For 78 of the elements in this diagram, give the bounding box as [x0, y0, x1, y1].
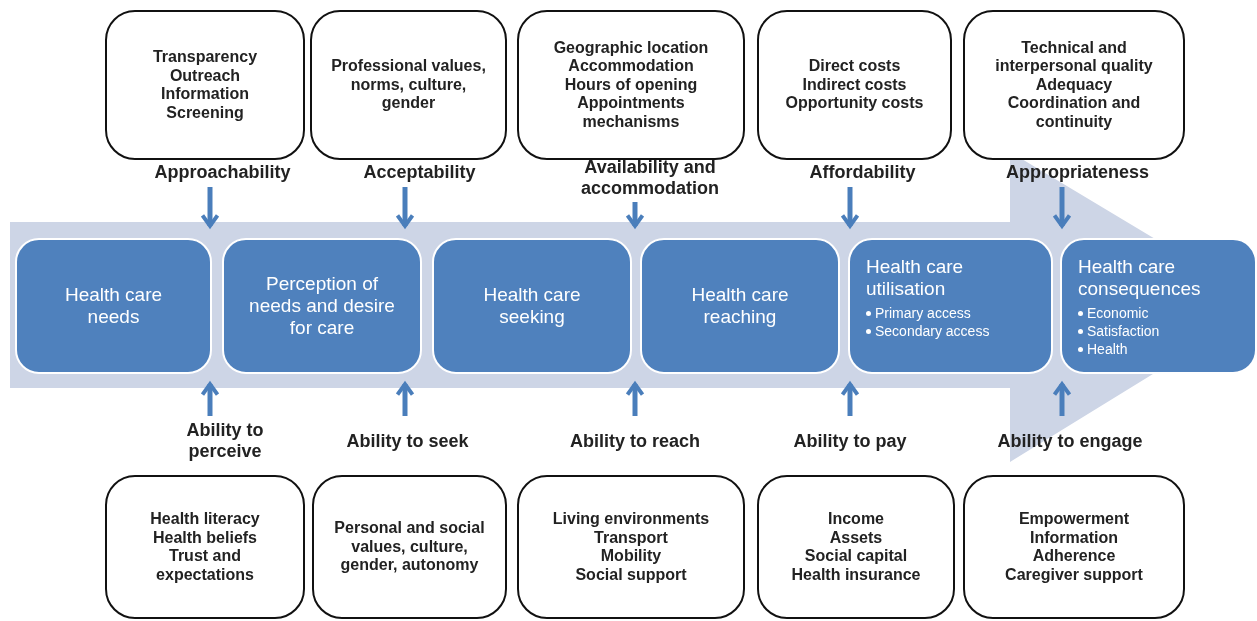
factor-text: Screening: [166, 103, 244, 122]
dimension-label: Ability to pay: [790, 418, 910, 464]
factor-text: Professional values, norms, culture, gender: [330, 57, 487, 113]
arrow: [840, 187, 860, 228]
process-box: [848, 238, 1053, 374]
dimension-label: Acceptability: [332, 160, 507, 184]
factor-text: Health beliefs: [153, 528, 257, 547]
factor-text: Income: [828, 510, 884, 529]
arrow: [1052, 187, 1072, 228]
factor-text: Adequacy: [1035, 75, 1113, 95]
arrow: [625, 382, 645, 416]
factor-text: Information: [161, 85, 249, 104]
factor-box: [757, 475, 955, 619]
arrow: [395, 382, 415, 416]
dimension-label: Ability to seek: [345, 418, 470, 464]
factor-text: Living environments: [552, 510, 710, 529]
factor-text: Hours of opening: [564, 75, 698, 95]
factor-text: Health insurance: [791, 565, 921, 584]
factor-text: Information: [1030, 528, 1118, 547]
factor-box: [105, 475, 305, 619]
factor-text: Opportunity costs: [785, 94, 924, 113]
factor-text: Trust and expectations: [155, 547, 255, 584]
step-text: Perception of needs and desire for care: [248, 273, 396, 339]
dimension-label: Ability to perceive: [150, 418, 300, 464]
dimension-label: Appropriateness: [965, 160, 1190, 184]
factor-text: Personal and social values, culture, gender, autonomy: [333, 519, 486, 575]
arrow: [840, 382, 860, 416]
step-text: Health care needs: [63, 284, 164, 328]
factor-box: [310, 10, 507, 160]
step-text: Health care seeking: [482, 284, 582, 328]
arrow: [200, 187, 220, 228]
factor-text: Assets: [829, 528, 883, 547]
process-box: [15, 238, 212, 374]
factor-text: Adherence: [1032, 547, 1116, 566]
factor-text: Transport: [594, 528, 668, 547]
factor-text: Appointments mechanisms: [576, 94, 686, 132]
factor-text: Outreach: [169, 66, 241, 85]
factor-text: Direct costs: [808, 57, 901, 76]
arrow: [625, 202, 645, 228]
process-box: [432, 238, 632, 374]
dimension-label: Affordability: [775, 160, 950, 184]
factor-box: [517, 475, 745, 619]
step-text: Health care consequences: [1078, 256, 1202, 300]
arrow: [1052, 382, 1072, 416]
factor-box: [105, 10, 305, 160]
bullet-item: Satisfaction: [1087, 322, 1160, 340]
dimension-label: Ability to engage: [995, 418, 1145, 464]
factor-text: Transparency: [152, 48, 258, 67]
dimension-label: Ability to reach: [565, 418, 705, 464]
factor-text: Health literacy: [150, 510, 260, 529]
factor-box: [517, 10, 745, 160]
factor-text: Social support: [575, 565, 687, 584]
process-box: [1060, 238, 1257, 374]
step-text: Health care utilisation: [866, 256, 965, 300]
factor-text: Technical and interpersonal quality: [994, 38, 1154, 76]
factor-text: Empowerment: [1018, 510, 1130, 529]
factor-text: Coordination and continuity: [1006, 94, 1142, 132]
factor-text: Social capital: [804, 547, 908, 566]
dimension-label: Availability and accommodation: [540, 157, 760, 199]
factor-box: [963, 10, 1185, 160]
bullet-item: Primary access: [875, 304, 971, 322]
bullet-item: Economic: [1087, 304, 1149, 322]
factor-box: [312, 475, 507, 619]
bullet-item: Health: [1087, 340, 1128, 358]
factor-text: Indirect costs: [802, 75, 907, 95]
factor-box: [757, 10, 952, 160]
dimension-label: Approachability: [120, 160, 325, 184]
factor-text: Caregiver support: [1005, 565, 1143, 584]
factor-text: Mobility: [600, 547, 662, 566]
process-box: [640, 238, 840, 374]
arrow: [395, 187, 415, 228]
step-text: Health care reaching: [690, 284, 790, 328]
bullet-item: Secondary access: [875, 322, 990, 340]
factor-box: [963, 475, 1185, 619]
process-box: [222, 238, 422, 374]
arrow: [200, 382, 220, 416]
factor-text: Accommodation: [568, 57, 694, 76]
factor-text: Geographic location: [553, 38, 709, 58]
